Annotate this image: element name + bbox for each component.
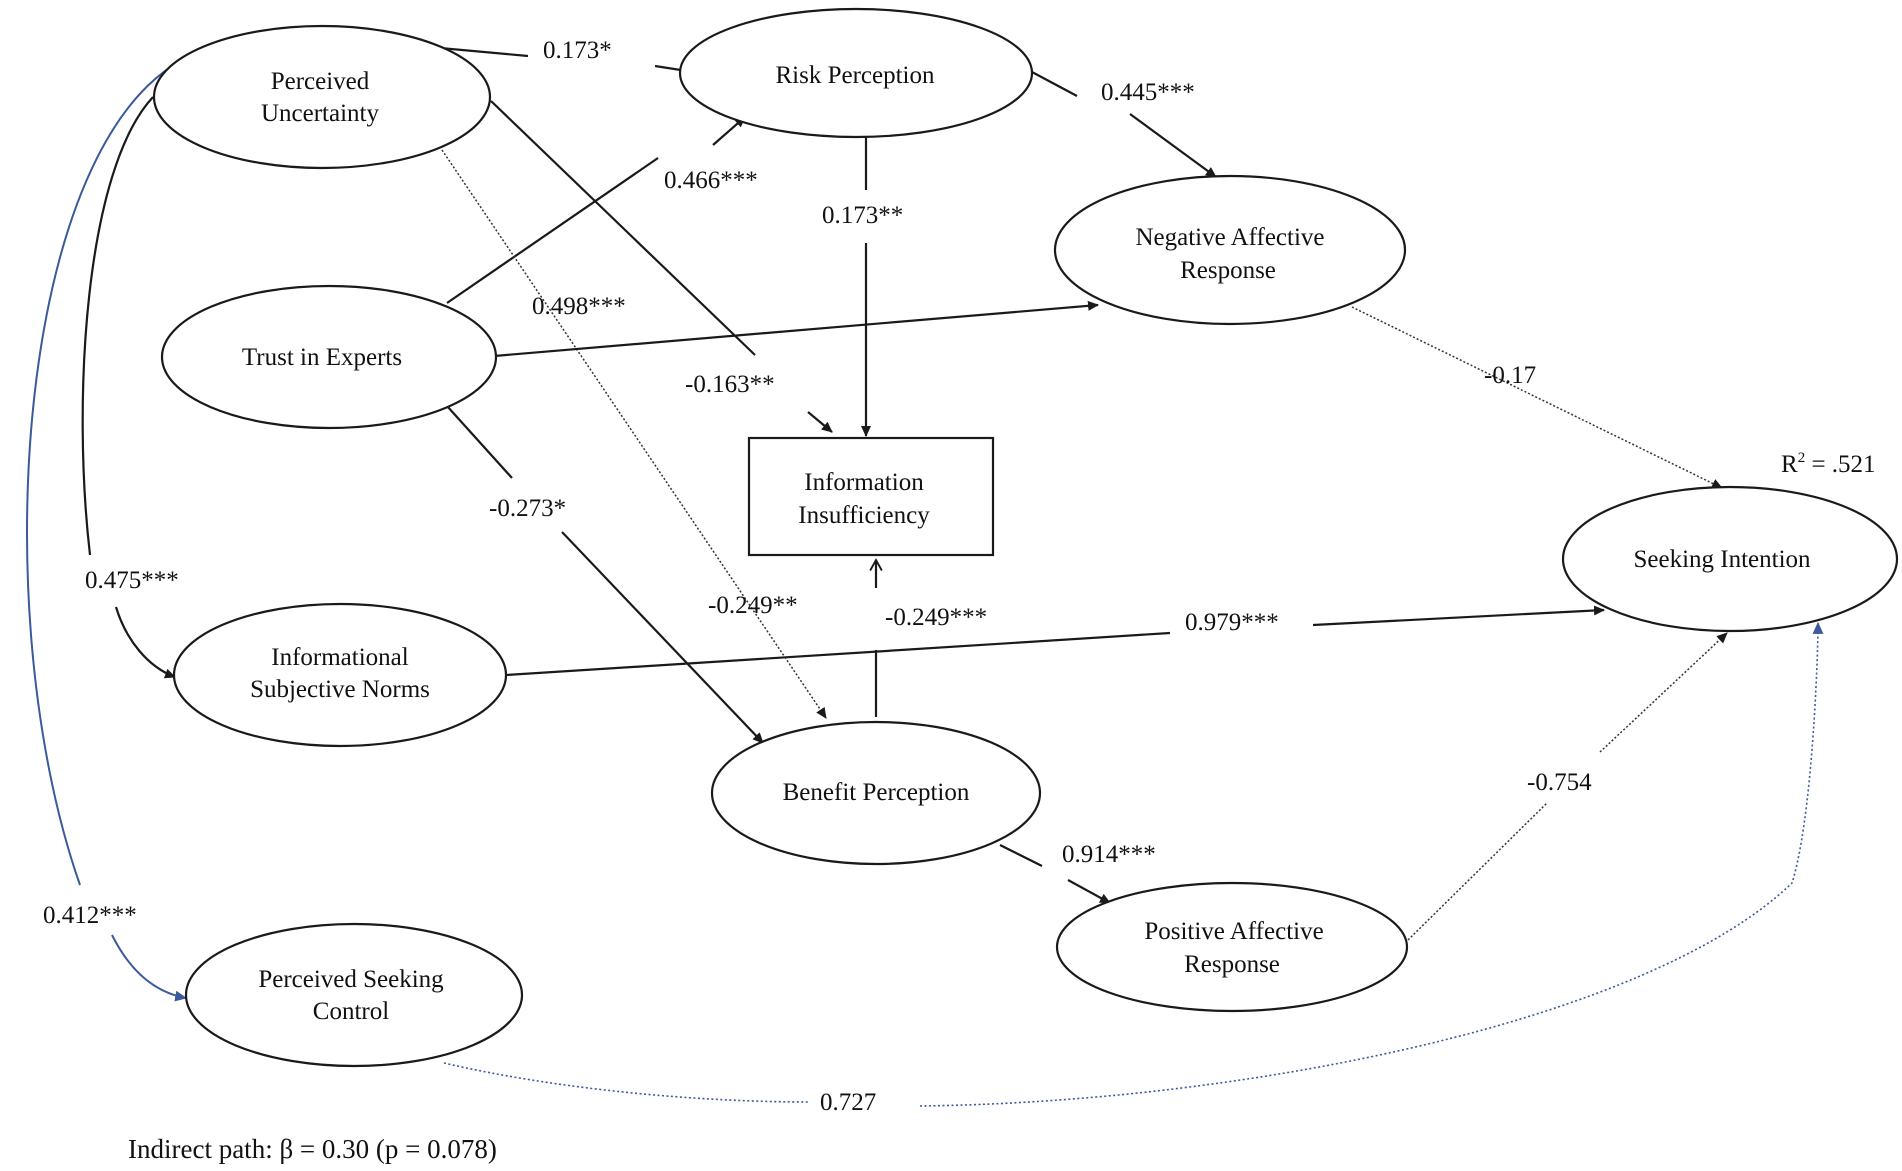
node-negative-affective-response-line2: Response — [1180, 257, 1276, 284]
edge-benefit-to-pos-seg2 — [1067, 879, 1111, 904]
edge-trust-to-benefit-seg1 — [446, 405, 513, 479]
node-positive-affective-response: Positive Affective Response — [1055, 881, 1409, 1013]
coef-pu-to-risk: 0.173* — [543, 37, 612, 64]
edge-pu-to-risk-seg1 — [439, 46, 529, 58]
edge-risk-to-neg-seg1 — [1031, 71, 1078, 97]
node-risk-perception: Risk Perception — [678, 7, 1034, 139]
edge-pu-to-info-seg2 — [807, 411, 833, 433]
node-perceived-uncertainty-line1: Perceived — [271, 68, 370, 95]
edge-control-to-seeking-seg2 — [919, 621, 1824, 1107]
node-information-insufficiency-line1: Information — [804, 469, 924, 496]
edge-pu-to-norms-seg1 — [81, 96, 154, 556]
indirect-path-note: Indirect path: β = 0.30 (p = 0.078) — [128, 1134, 497, 1164]
coef-benefit-to-info-a: -0.249** — [708, 592, 798, 619]
coef-pu-to-info: -0.163** — [685, 371, 775, 398]
node-seeking-intention: Seeking Intention — [1561, 485, 1899, 633]
edge-trust-to-neg — [493, 300, 1099, 358]
coef-risk-to-neg: 0.445*** — [1101, 79, 1195, 106]
coef-benefit-to-pos: 0.914*** — [1062, 841, 1156, 868]
node-perceived-uncertainty-line2: Uncertainty — [261, 100, 380, 127]
node-seeking-intention-label: Seeking Intention — [1633, 546, 1811, 573]
node-perceived-seeking-control-line1: Perceived Seeking — [258, 966, 444, 993]
node-positive-affective-response-line1: Positive Affective — [1144, 918, 1323, 945]
coef-pos-to-seeking: -0.754 — [1527, 769, 1592, 796]
node-trust-in-experts-label: Trust in Experts — [242, 344, 402, 371]
edge-pu-to-benefit — [441, 149, 827, 719]
coef-pu-to-benefit: 0.498*** — [532, 293, 626, 320]
edge-pu-to-info-seg1 — [490, 100, 756, 356]
edge-benefit-to-pos-seg1 — [999, 844, 1043, 867]
coef-pu-to-norms: 0.475*** — [85, 567, 179, 594]
node-information-insufficiency: Information Insufficiency — [747, 436, 995, 557]
coef-benefit-to-info-b: -0.249*** — [885, 604, 987, 631]
node-positive-affective-response-line2: Response — [1184, 951, 1280, 978]
edge-risk-to-neg-seg2 — [1129, 113, 1217, 178]
edge-neg-to-seeking — [1351, 306, 1723, 489]
coef-norms-to-seeking: 0.979*** — [1185, 609, 1279, 636]
coef-pu-to-control: 0.412*** — [43, 902, 137, 929]
edge-norms-to-seeking-seg2 — [1312, 605, 1605, 627]
node-informational-subjective-norms-line2: Subjective Norms — [250, 676, 430, 703]
node-negative-affective-response-line1: Negative Affective — [1135, 224, 1324, 251]
nodes: Perceived Uncertainty Risk Perception Tr… — [152, 7, 1899, 1068]
node-perceived-uncertainty: Perceived Uncertainty — [152, 24, 492, 170]
edge-control-to-seeking-seg1 — [443, 1062, 811, 1103]
edge-norms-to-seeking-seg1 — [505, 631, 1171, 677]
edge-pu-to-norms-seg2 — [114, 606, 176, 679]
edge-trust-to-benefit-seg2 — [561, 531, 764, 744]
coef-trust-to-risk: 0.466*** — [664, 167, 758, 194]
node-benefit-perception: Benefit Perception — [710, 720, 1042, 866]
node-benefit-perception-label: Benefit Perception — [783, 779, 970, 806]
path-coefficients: 0.173* 0.445*** 0.466*** 0.173** 0.498**… — [43, 37, 1876, 1116]
node-information-insufficiency-line2: Insufficiency — [798, 502, 930, 529]
node-perceived-seeking-control-line2: Control — [313, 998, 389, 1025]
edges — [26, 46, 1824, 1107]
node-trust-in-experts: Trust in Experts — [160, 284, 498, 430]
node-perceived-seeking-control: Perceived Seeking Control — [184, 922, 524, 1068]
node-informational-subjective-norms-line1: Informational — [271, 644, 409, 671]
edge-pu-to-control-seg1 — [26, 47, 214, 886]
coef-neg-to-seeking: -0.17 — [1484, 362, 1536, 389]
edge-pos-to-seeking-seg1 — [1407, 802, 1548, 941]
node-risk-perception-label: Risk Perception — [775, 62, 935, 89]
edge-trust-to-risk-seg1 — [446, 157, 659, 304]
node-informational-subjective-norms: Informational Subjective Norms — [172, 602, 508, 748]
r-squared-label: R2 = .521 — [1781, 450, 1876, 478]
edge-pu-to-control-seg2 — [111, 934, 188, 1002]
edge-pos-to-seeking-seg2 — [1599, 632, 1728, 753]
coef-control-to-seeking: 0.727 — [820, 1089, 876, 1116]
node-negative-affective-response: Negative Affective Response — [1053, 174, 1407, 326]
coef-risk-to-info: 0.173** — [822, 202, 903, 229]
coef-trust-to-benefit: -0.273* — [489, 495, 566, 522]
